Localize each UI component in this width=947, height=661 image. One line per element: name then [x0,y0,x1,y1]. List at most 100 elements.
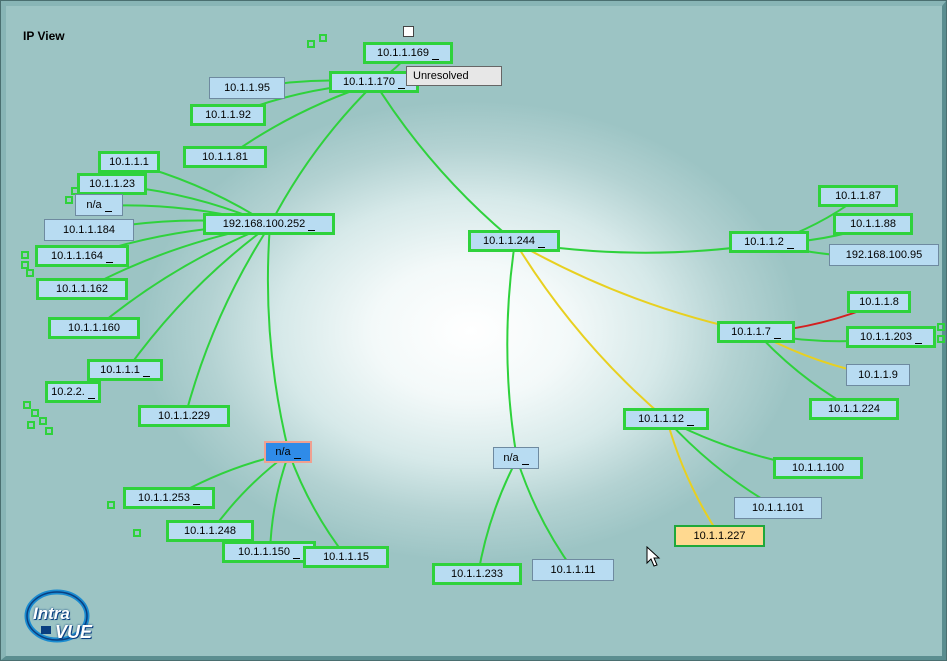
device-square-icon[interactable] [937,323,945,331]
device-node[interactable]: 10.1.1.224 [809,398,899,420]
node-label: 10.1.1.184 [63,224,115,236]
device-node[interactable]: n/a [75,194,123,216]
collapse-marker-icon[interactable] [773,331,781,339]
device-node[interactable]: 10.1.1.100 [773,457,863,479]
device-square-icon[interactable] [31,409,39,417]
intravue-logo: Intra VUE [21,586,111,651]
device-node[interactable]: 10.1.1.184 [44,219,134,241]
node-label: 10.1.1.169 [377,47,429,59]
collapse-marker-icon[interactable] [104,204,112,212]
view-title: IP View [23,29,65,43]
device-node[interactable]: 10.1.1.203 [846,326,936,348]
device-node[interactable]: 10.1.1.233 [432,563,522,585]
device-square-icon[interactable] [107,501,115,509]
expand-checkbox[interactable] [403,26,414,37]
device-node[interactable]: 10.1.1.150 [222,541,316,563]
collapse-marker-icon[interactable] [193,497,200,505]
device-square-icon[interactable] [26,269,34,277]
device-node[interactable]: 10.1.1.169 [363,42,453,64]
device-node[interactable]: 10.1.1.229 [138,405,230,427]
link-na2-n150 [269,452,290,554]
device-node[interactable]: 10.1.1.7 [717,321,795,343]
logo-swoosh-icon [24,589,90,643]
unresolved-tooltip: Unresolved [406,66,502,86]
device-node[interactable]: 10.1.1.87 [818,185,898,207]
device-node[interactable]: 10.1.1.101 [734,497,822,519]
node-label: n/a [503,452,519,464]
device-node[interactable]: 10.1.1.15 [303,546,389,568]
node-label: 10.1.1.244 [483,235,535,247]
device-node[interactable]: 10.1.1.162 [36,278,128,300]
device-node[interactable]: 10.1.1.11 [532,559,614,581]
collapse-marker-icon[interactable] [432,52,439,60]
collapse-marker-icon[interactable] [398,81,405,89]
device-square-icon[interactable] [39,417,47,425]
collapse-marker-icon[interactable] [106,255,113,263]
collapse-marker-icon[interactable] [308,223,316,231]
collapse-marker-icon[interactable] [786,241,794,249]
device-node[interactable]: 10.1.1.88 [833,213,913,235]
device-node[interactable]: 10.1.1.12 [623,408,709,430]
device-square-icon[interactable] [937,335,945,343]
link-na3-n11 [516,458,575,572]
device-square-icon[interactable] [319,34,327,42]
device-node[interactable]: 10.1.1.8 [847,291,911,313]
device-node[interactable]: 10.1.1.248 [166,520,254,542]
device-node[interactable]: 10.1.1.2 [729,231,809,253]
device-square-icon[interactable] [27,421,35,429]
device-node[interactable]: 10.1.1.95 [209,77,285,99]
device-node-selected[interactable]: n/a [264,441,312,463]
link-na3-n233 [477,458,518,576]
collapse-marker-icon[interactable] [87,391,95,399]
device-node[interactable]: 10.1.1.81 [183,146,267,168]
node-label: 10.1.1.101 [752,502,804,514]
device-node[interactable]: 10.1.1.9 [846,364,910,386]
device-node[interactable]: 10.1.1.23 [77,173,147,195]
device-node[interactable]: 10.1.1.253 [123,487,215,509]
device-node[interactable]: 10.1.1.1 [87,359,163,381]
logo-text-intra: Intra [33,604,70,623]
device-node[interactable]: n/a [493,447,539,469]
device-node[interactable]: 10.1.1.1 [98,151,160,173]
device-square-icon[interactable] [21,251,29,259]
collapse-marker-icon[interactable] [521,457,529,465]
device-node[interactable]: 192.168.100.252 [203,213,335,235]
device-node[interactable]: 10.1.1.92 [190,104,266,126]
collapse-marker-icon[interactable] [293,551,300,559]
link-n12-n101 [666,419,780,510]
node-label: 10.1.1.88 [850,218,896,230]
device-square-icon[interactable] [23,401,31,409]
node-label: 10.1.1.253 [138,492,190,504]
collapse-marker-icon[interactable] [142,369,150,377]
node-label: 10.1.1.164 [51,250,103,262]
device-node[interactable]: 10.1.1.160 [48,317,140,339]
collapse-marker-icon[interactable] [686,418,694,426]
device-square-icon[interactable] [21,261,29,269]
device-node[interactable]: 10.1.1.170 [329,71,419,93]
device-square-icon[interactable] [133,529,141,537]
node-label: 10.1.1.11 [550,564,596,576]
link-n252-n229 [184,224,271,418]
node-label: 10.1.1.227 [693,530,746,542]
device-node[interactable]: 10.2.2. [45,381,101,403]
collapse-marker-icon[interactable] [538,240,545,248]
node-label: 10.1.1.160 [68,322,120,334]
collapse-marker-icon[interactable] [915,336,922,344]
collapse-marker-icon[interactable] [293,451,301,459]
link-n244-na3 [506,241,518,460]
node-label: 10.1.1.233 [451,568,503,580]
device-square-icon[interactable] [65,196,73,204]
node-label: 192.168.100.252 [222,218,306,230]
device-node[interactable]: 10.1.1.244 [468,230,560,252]
link-n12-n227 [666,419,722,538]
device-node[interactable]: 192.168.100.95 [829,244,939,266]
device-node[interactable]: 10.1.1.164 [35,245,129,267]
node-label: 10.1.1.150 [238,546,290,558]
device-square-icon[interactable] [45,427,53,435]
device-square-icon[interactable] [307,40,315,48]
mouse-cursor-icon [646,546,661,567]
device-node-warning[interactable]: 10.1.1.227 [674,525,765,547]
link-n170-n252 [269,82,376,226]
